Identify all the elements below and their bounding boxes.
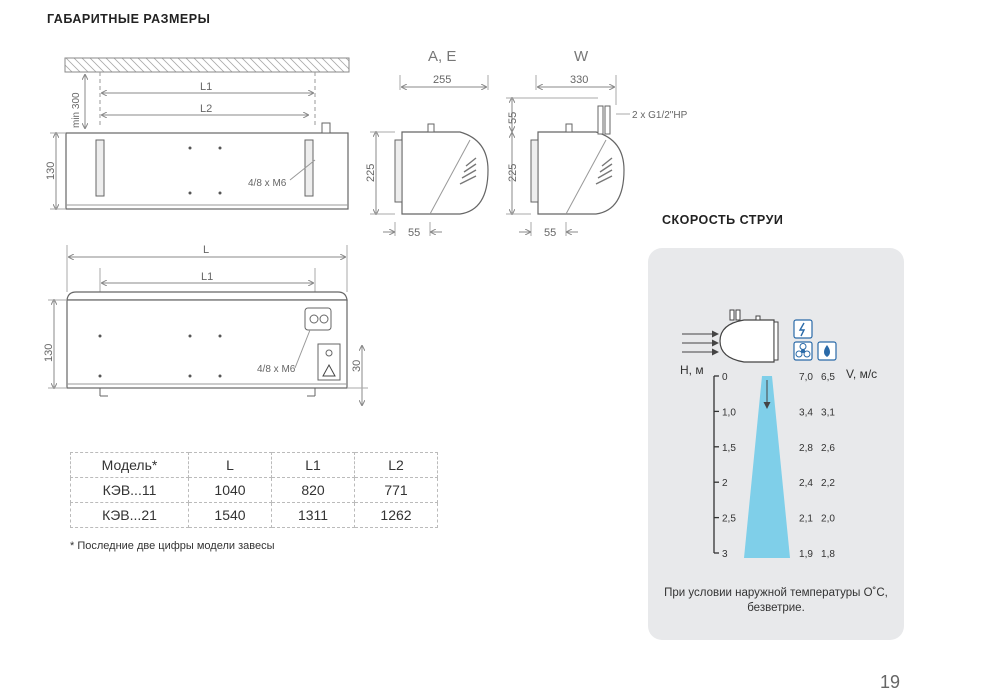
height-tick-label: 2,5 — [722, 514, 736, 525]
w-side-view: W 330 55 225 2 x G1/2"HP 55 — [506, 48, 688, 239]
L1-bottom-label: L1 — [201, 271, 213, 283]
speed-value-1: 2,1 — [799, 514, 813, 525]
min300-label: min 300 — [71, 92, 82, 128]
ceiling-hatch — [64, 57, 350, 73]
table-cell: 1040 — [188, 477, 272, 503]
speed-value-2: 1,8 — [821, 549, 835, 560]
table-cell: КЭВ...11 — [70, 477, 189, 503]
mount-top-label: 4/8 x M6 — [248, 178, 287, 189]
w-offset-label: 55 — [544, 227, 556, 239]
table-row: КЭВ...11 1040 820 771 — [70, 477, 438, 503]
height-tick-label: 0 — [722, 372, 728, 383]
ae-title: A, E — [428, 48, 456, 65]
speed-value-2: 2,0 — [821, 514, 835, 525]
speed-value-1: 2,8 — [799, 443, 813, 454]
speed-value-2: 2,2 — [821, 478, 835, 489]
table-header: L — [188, 452, 272, 478]
speed-value-1: 2,4 — [799, 478, 813, 489]
lightning-icon — [793, 319, 813, 339]
jet-speed-chart: Н, м V, м/с 0 7,0 6,5 1,0 3,4 3,1 1,5 2,8 2,6 2 2,… — [680, 309, 877, 560]
table-cell: 1262 — [354, 502, 438, 528]
page-number: 19 — [880, 672, 901, 692]
condition-line-2: безветрие. — [747, 602, 805, 614]
air-jet-cone — [744, 376, 790, 558]
table-header: Модель* — [70, 452, 189, 478]
h130-top-label: 130 — [45, 162, 57, 180]
speed-value-1: 1,9 — [799, 549, 813, 560]
table-cell: 1540 — [188, 502, 272, 528]
mount-bottom-label: 4/8 x M6 — [257, 364, 296, 375]
table-cell: 771 — [354, 477, 438, 503]
dimensions-table: Модель* L L1 L2 КЭВ...11 1040 820 771 КЭ… — [70, 452, 438, 528]
height-tick-label: 1,0 — [722, 407, 736, 418]
unit-body-bottom — [66, 299, 348, 389]
w-title: W — [574, 48, 589, 65]
v-axis-label: V, м/с — [846, 367, 877, 381]
ae-width-label: 255 — [433, 74, 451, 86]
table-header: L1 — [271, 452, 355, 478]
top-front-view: min 300 L1 L2 130 4/8 x M6 — [45, 57, 350, 209]
ae-offset-label: 55 — [408, 227, 420, 239]
y-axis-label: Н, м — [680, 363, 704, 377]
w-width-label: 330 — [570, 74, 588, 86]
height-tick-label: 1,5 — [722, 443, 736, 454]
ae-side-view: A, E 255 225 55 — [365, 48, 489, 239]
h30-label: 30 — [351, 360, 363, 372]
w-height-label: 225 — [507, 164, 519, 182]
ae-height-label: 225 — [365, 164, 377, 182]
fan-icon — [793, 341, 813, 361]
table-row: КЭВ...21 1540 1311 1262 — [70, 502, 438, 528]
h130-bottom-label: 130 — [43, 344, 55, 362]
table-footnote: * Последние две цифры модели завесы — [70, 540, 275, 552]
table-header: L2 — [354, 452, 438, 478]
L-label: L — [203, 244, 209, 256]
L2-label: L2 — [200, 103, 212, 115]
speed-value-1: 7,0 — [799, 372, 813, 383]
speed-value-2: 2,6 — [821, 443, 835, 454]
height-tick-label: 2 — [722, 478, 728, 489]
height-axis — [713, 375, 719, 554]
section-title-speed: СКОРОСТЬ СТРУИ — [662, 213, 784, 227]
water-drop-icon — [817, 341, 837, 361]
speed-value-2: 6,5 — [821, 372, 835, 383]
condition-line-1: При условии наружной температуры О˚С, — [664, 587, 888, 599]
dimension-drawings: min 300 L1 L2 130 4/8 x M6 A, E 255 — [43, 48, 688, 440]
table-header-row: Модель* L L1 L2 — [70, 452, 438, 478]
speed-value-1: 3,4 — [799, 407, 813, 418]
table-cell: 820 — [271, 477, 355, 503]
condition-note: При условии наружной температуры О˚С, бе… — [648, 586, 904, 616]
table-cell: КЭВ...21 — [70, 502, 189, 528]
curtain-unit-icon — [719, 309, 779, 363]
table-cell: 1311 — [271, 502, 355, 528]
speed-value-2: 3,1 — [821, 407, 835, 418]
section-title-dimensions: ГАБАРИТНЫЕ РАЗМЕРЫ — [47, 12, 211, 26]
height-tick-label: 3 — [722, 549, 728, 560]
bottom-front-view: L L1 130 30 4/8 x M6 — [43, 244, 368, 405]
pipe-label: 2 x G1/2"HP — [632, 110, 688, 121]
L1-label: L1 — [200, 81, 212, 93]
w-top-label: 55 — [507, 112, 519, 124]
